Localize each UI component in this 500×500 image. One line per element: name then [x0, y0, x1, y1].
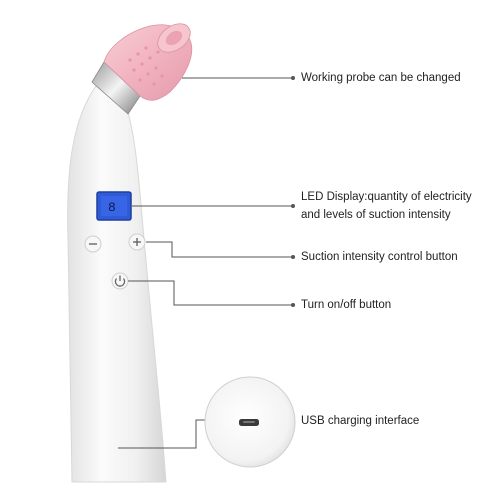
callout-power-text: Turn on/off button [301, 299, 392, 311]
callout-usb-text: USB charging interface [301, 415, 420, 427]
callout-power: Turn on/off button [301, 296, 391, 314]
power-button[interactable] [111, 272, 129, 290]
callout-display-line1: LED Display:quantity of electricity [301, 191, 472, 203]
leader-lines [118, 76, 295, 449]
callout-probe-text: Working probe can be changed [301, 72, 461, 84]
usb-detail-circle [204, 376, 296, 468]
callout-suction-text: Suction intensity control button [301, 251, 458, 263]
display-digit: 8 [108, 200, 116, 215]
plus-icon [133, 238, 141, 246]
callout-display: LED Display:quantity of electricity and … [301, 188, 472, 224]
callout-probe: Working probe can be changed [301, 69, 461, 87]
suction-probe [103, 23, 193, 101]
plus-button[interactable] [128, 233, 146, 251]
minus-button[interactable] [84, 235, 102, 253]
callout-suction: Suction intensity control button [301, 248, 458, 266]
callout-usb: USB charging interface [301, 412, 419, 430]
power-icon [114, 275, 126, 287]
callout-display-line2: and levels of suction intensity [301, 209, 451, 221]
